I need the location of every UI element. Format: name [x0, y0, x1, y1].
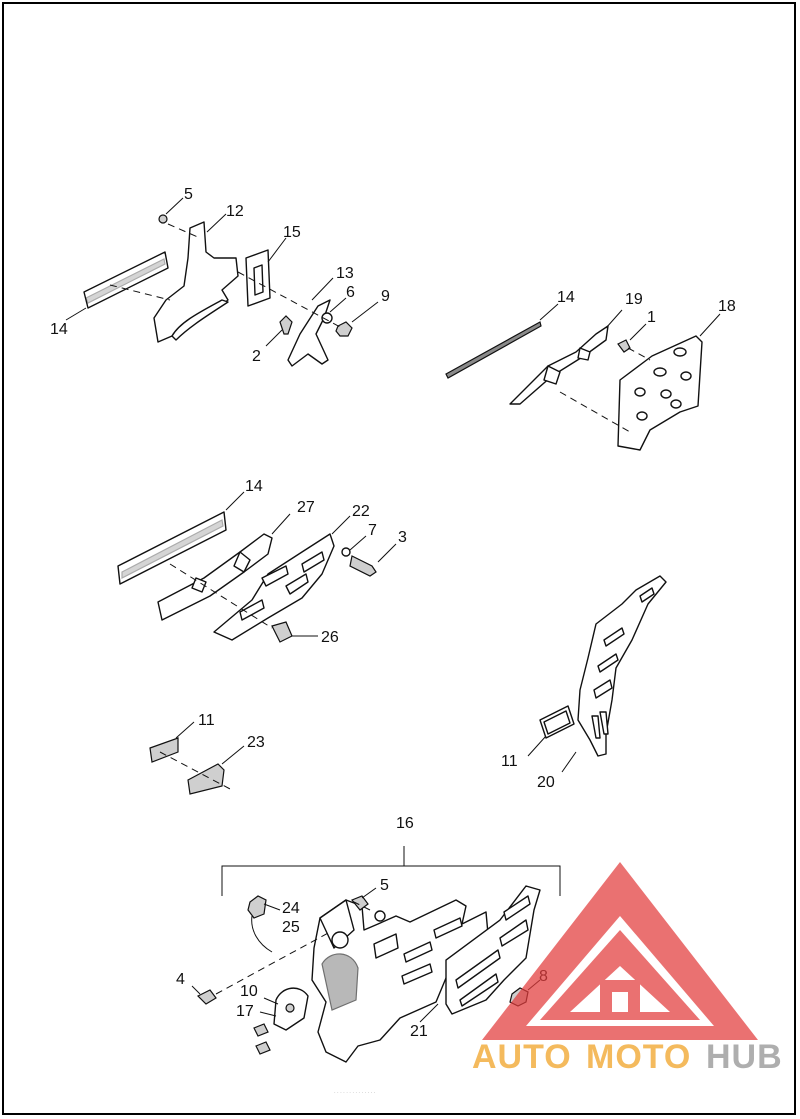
callout-27: 27	[297, 499, 315, 516]
part-9-nut	[335, 321, 353, 337]
automotohub-watermark: AUTO MOTO HUB	[472, 862, 783, 1076]
callout-6: 6	[346, 284, 355, 301]
logo-text-auto: AUTO	[472, 1038, 572, 1076]
assembly-f: 16 5 2	[176, 815, 561, 1063]
callout-23: 23	[247, 734, 265, 751]
assembly-b: 14 19 18 1	[445, 289, 736, 451]
callout-20: 20	[537, 774, 555, 791]
part-26-screw	[271, 621, 293, 643]
callout-13: 13	[336, 265, 354, 282]
callout-4: 4	[176, 971, 185, 988]
callout-24: 24	[282, 900, 300, 917]
callout-11: 11	[501, 753, 518, 770]
part-13-clip	[287, 299, 331, 367]
assembly-d: 11 23	[149, 712, 265, 795]
callout-26: 26	[321, 629, 339, 646]
callout-14: 14	[50, 321, 68, 338]
callout-14: 14	[557, 289, 575, 306]
part-18-plate	[617, 335, 703, 451]
footer-caption: · · · · · · · · · · · · · ·	[334, 1090, 376, 1096]
part-14c-strip	[117, 511, 227, 585]
callout-19: 19	[625, 291, 643, 308]
callout-25: 25	[282, 919, 300, 936]
part-6-washer	[321, 312, 333, 324]
part-11d-pad	[149, 737, 179, 763]
callout-22: 22	[352, 503, 370, 520]
part-17-screw-b	[255, 1041, 271, 1055]
callout-16: 16	[396, 815, 414, 832]
callout-21: 21	[410, 1023, 428, 1040]
part-4-screw	[196, 989, 217, 1005]
part-14b-strip	[445, 321, 542, 379]
callout-3: 3	[398, 529, 407, 546]
part-3-screw	[349, 555, 377, 577]
part-17-screw-a	[253, 1023, 269, 1037]
callout-7: 7	[368, 522, 377, 539]
part-2-screw	[279, 315, 293, 335]
callout-5: 5	[380, 877, 389, 894]
callout-18: 18	[718, 298, 736, 315]
part-22-plate	[213, 533, 335, 641]
callout-9: 9	[381, 288, 390, 305]
callout-14: 14	[245, 478, 263, 495]
part-21-plate	[445, 885, 541, 1015]
part-14a-strip	[83, 251, 169, 309]
group-bracket-16	[221, 865, 561, 896]
assembly-e: 11 20	[501, 575, 667, 791]
part-24-connector	[247, 895, 267, 919]
callout-12: 12	[226, 203, 244, 220]
assembly-c: 14 27 22 7 3 26	[117, 478, 407, 646]
callout-11: 11	[198, 712, 215, 729]
part-5a-screw	[158, 214, 168, 224]
part-20-bracket	[577, 575, 667, 757]
callout-5: 5	[184, 186, 193, 203]
part-23-pad	[187, 763, 225, 795]
logo-text-hub: HUB	[706, 1038, 783, 1076]
callout-1: 1	[647, 309, 656, 326]
assembly-a: 5 12 15 14 13 6 9 2	[50, 186, 390, 367]
callout-17: 17	[236, 1003, 254, 1020]
callout-2: 2	[252, 348, 261, 365]
logo-text-moto: MOTO	[586, 1038, 691, 1076]
part-1-screw	[617, 339, 631, 353]
part-19-bracket	[509, 325, 609, 405]
callout-15: 15	[283, 224, 301, 241]
callout-10: 10	[240, 983, 258, 1000]
part-7-washer	[341, 547, 351, 557]
